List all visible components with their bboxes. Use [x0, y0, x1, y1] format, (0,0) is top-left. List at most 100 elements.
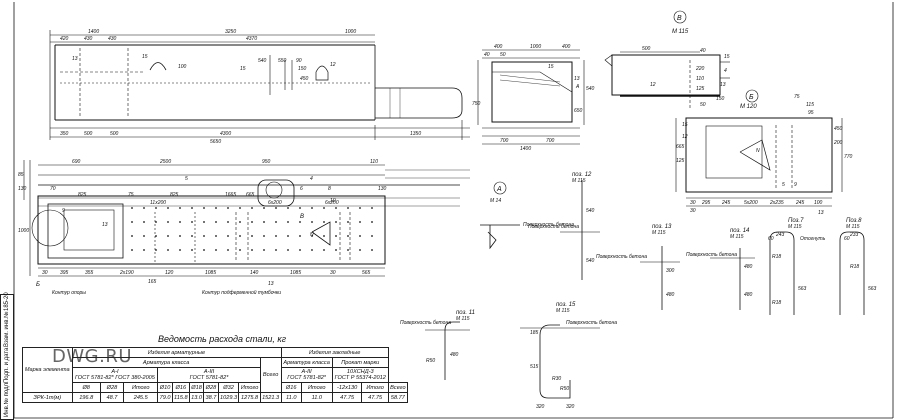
rebar-dot	[335, 207, 337, 209]
rebar-dot	[131, 221, 133, 223]
detail-text: Поверхность бетона	[566, 320, 617, 326]
rebar-dot	[347, 221, 349, 223]
dim-text: 1000	[530, 44, 541, 50]
rebar-dot	[371, 235, 373, 237]
dim-text: 220	[695, 66, 705, 72]
detail-text: 480	[744, 292, 753, 298]
mark-text: 12	[330, 62, 336, 68]
rebar-dot	[215, 249, 217, 251]
detail-text: М 115	[572, 178, 586, 184]
column-header: Всего	[387, 382, 409, 393]
rebar-dot	[359, 221, 361, 223]
rebar-dot	[131, 207, 133, 209]
rebar-dot	[239, 207, 241, 209]
detail-text: 320	[566, 404, 575, 410]
rebar-dot	[143, 249, 145, 251]
mark-text: 100	[178, 64, 187, 70]
side-label: 185-20	[4, 292, 10, 311]
side-label: Подп. и дата	[4, 347, 10, 383]
rebar-dot	[203, 249, 205, 251]
dim-text: 700	[546, 138, 555, 144]
mark-text: 4	[724, 68, 727, 74]
table-cell: 1029.3	[217, 392, 240, 403]
detail-text: R30	[552, 376, 561, 382]
mark-text: 550	[278, 58, 287, 64]
table-cell: 58.77	[387, 392, 409, 403]
dim-text: 50	[700, 102, 706, 108]
rebar-dot	[323, 221, 325, 223]
table-cell: 38.7	[203, 392, 219, 403]
table-cell: 196.8	[71, 392, 101, 403]
dim-text: 130	[18, 186, 27, 192]
column-header: Итого	[361, 382, 389, 393]
dim-text: 140	[250, 270, 259, 276]
dim-text: 100	[814, 200, 823, 206]
dim-text: 6x200	[325, 200, 339, 206]
steel-table: Марка элемента Изделия арматурные Издели…	[22, 347, 409, 403]
dim-text: 1665	[225, 192, 236, 198]
rebar-dot	[191, 235, 193, 237]
detail-text: поз. 14	[730, 228, 750, 234]
mark-text: N	[756, 148, 760, 154]
node-v-text: В М 115 500 40 12 220 110 125 150 50 15 …	[642, 15, 730, 108]
detail-text: 185	[530, 330, 539, 336]
dim-text: 50	[500, 52, 506, 58]
detail-text: М 115	[788, 224, 802, 230]
dim-text: 2x190	[119, 270, 134, 276]
mark-text: 13	[720, 82, 726, 88]
mark-text: 9	[62, 208, 65, 214]
detail-text: R18	[772, 300, 781, 306]
rebar-dot	[275, 207, 277, 209]
rebar-dot	[299, 207, 301, 209]
rebar-dot	[287, 235, 289, 237]
table-cell: 1521.3	[259, 392, 282, 403]
rebar-dot	[251, 235, 253, 237]
detail-text: М 115	[846, 224, 860, 230]
rebar-dot	[179, 207, 181, 209]
detail-text: R50	[426, 358, 435, 364]
detail-text: М 115	[456, 316, 470, 322]
mark-text: 12	[682, 134, 688, 140]
dim-text: 5x200	[744, 200, 758, 206]
dim-text: 115	[806, 102, 814, 108]
dim-text: 540	[586, 86, 595, 92]
mark-text: 15	[142, 54, 148, 60]
detail-text: 300	[666, 268, 675, 274]
dim-text: 750	[472, 101, 481, 107]
dim-text: 430	[84, 36, 93, 42]
rebar-dot	[179, 221, 181, 223]
header-cell: Марка элемента	[22, 347, 73, 393]
column-header: Ø8	[71, 382, 101, 393]
dim-text: 120	[165, 270, 174, 276]
dim-text: 75	[794, 94, 800, 100]
plan-view	[49, 30, 470, 140]
rebar-dot	[287, 207, 289, 209]
dim-text: 150	[716, 96, 725, 102]
rebar-dot	[359, 207, 361, 209]
note-text: В	[300, 214, 304, 220]
node-title: Б	[749, 94, 754, 101]
dim-text: 950	[262, 159, 271, 165]
rebar-dot	[215, 235, 217, 237]
column-header: Ø18	[188, 382, 205, 393]
mark-text: 13	[268, 281, 274, 287]
rebar-dot	[227, 235, 229, 237]
dim-text: 1085	[290, 270, 301, 276]
dim-text: 11x200	[150, 200, 166, 206]
dim-text: 500	[110, 131, 119, 137]
detail-text: Поверхность бетона	[686, 252, 737, 258]
mark-text: 13	[102, 222, 108, 228]
dim-text: 355	[85, 270, 94, 276]
elevation-view	[23, 160, 460, 277]
rebar-dot	[263, 235, 265, 237]
rebar-dot	[179, 235, 181, 237]
dim-text: 30	[690, 200, 696, 206]
rebar-dot	[191, 221, 193, 223]
rebar-dot	[191, 249, 193, 251]
rebar-dot	[143, 235, 145, 237]
rebar-dot	[371, 249, 373, 251]
elevation-dots	[131, 207, 373, 251]
